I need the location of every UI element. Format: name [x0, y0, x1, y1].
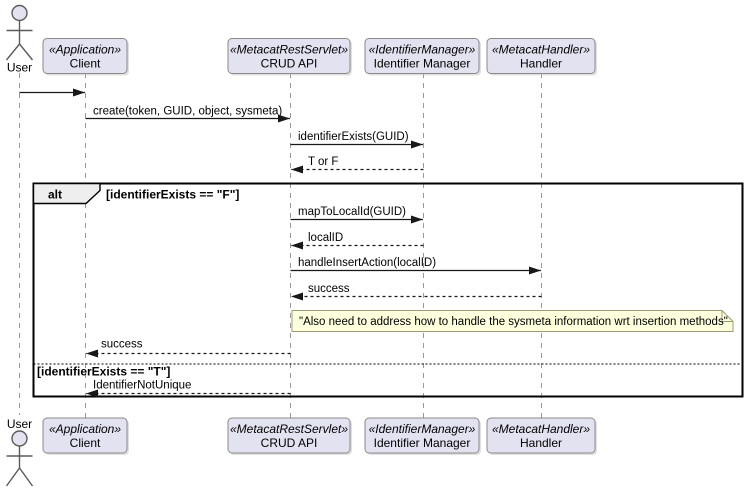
participant-name: CRUD API — [261, 436, 318, 450]
actor-user-top: User — [5, 4, 34, 75]
participant-name: Identifier Manager — [374, 57, 471, 71]
message-create: create(token, GUID, object, sysmeta) — [85, 106, 290, 123]
participant-stereotype: «IdentifierManager» — [369, 422, 476, 436]
participant-client-bottom: «Application» Client — [42, 417, 129, 455]
message-label: IdentifierNotUnique — [93, 380, 191, 392]
participant-name: Handler — [520, 436, 562, 450]
participant-handler-bottom: «MetacatHandler» Handler — [486, 417, 597, 455]
actor-leg-left — [5, 43, 21, 61]
participant-stereotype: «MetacatRestServlet» — [230, 43, 348, 57]
actor-leg-right — [18, 43, 34, 61]
actor-label: User — [7, 417, 32, 431]
note-shape — [291, 310, 734, 332]
actor-leg-right — [18, 467, 34, 487]
message-t-or-f: T or F — [291, 156, 424, 174]
participant-identifier-manager-top: «IdentifierManager» Identifier Manager — [364, 38, 481, 76]
participant-stereotype: «Application» — [49, 43, 121, 57]
participant-stereotype: «MetacatRestServlet» — [230, 422, 348, 436]
message-label: mapToLocalId(GUID) — [298, 206, 406, 218]
alt-operator-label: alt — [48, 188, 62, 202]
message-map-to-local-id: mapToLocalId(GUID) — [290, 206, 423, 224]
message-label: success — [308, 283, 350, 295]
participant-stereotype: «MetacatHandler» — [492, 43, 590, 57]
message-identifier-not-unique: IdentifierNotUnique — [86, 380, 291, 398]
participant-crud-api-bottom: «MetacatRestServlet» CRUD API — [227, 417, 352, 455]
message-label: create(token, GUID, object, sysmeta) — [93, 106, 282, 118]
message-label: success — [101, 339, 143, 351]
participant-name: Identifier Manager — [374, 436, 471, 450]
participant-stereotype: «MetacatHandler» — [492, 422, 590, 436]
note-text: "Also need to address how to handle the … — [299, 316, 728, 328]
note-fold-icon — [721, 310, 733, 322]
message-handle-insert-action: handleInsertAction(localID) — [290, 257, 541, 275]
note-sysmeta: "Also need to address how to handle the … — [291, 310, 734, 332]
participant-name: Handler — [520, 57, 562, 71]
message-success-to-client: success — [86, 339, 291, 358]
message-success-from-handler: success — [291, 283, 542, 301]
alt-guard-false: [identifierExists == "T"] — [37, 365, 170, 379]
message-identifier-exists: identifierExists(GUID) — [290, 131, 423, 149]
participant-client-top: «Application» Client — [42, 38, 129, 76]
message-label: identifierExists(GUID) — [298, 131, 409, 143]
actor-user-bottom: User — [5, 417, 34, 487]
participant-name: Client — [70, 436, 101, 450]
participant-handler-top: «MetacatHandler» Handler — [486, 38, 597, 76]
actor-label: User — [7, 61, 32, 75]
message-label: T or F — [308, 156, 338, 168]
participant-name: CRUD API — [261, 57, 318, 71]
participant-stereotype: «Application» — [49, 422, 121, 436]
participant-name: Client — [70, 57, 101, 71]
message-label: localID — [308, 232, 343, 244]
participant-crud-api-top: «MetacatRestServlet» CRUD API — [227, 38, 352, 76]
alt-frame: alt [identifierExists == "F"] mapToLocal… — [32, 182, 744, 398]
alt-operator-pentagon — [32, 182, 101, 205]
message-label: handleInsertAction(localID) — [298, 257, 436, 269]
actor-head-icon — [11, 4, 28, 22]
participant-stereotype: «IdentifierManager» — [369, 43, 476, 57]
actor-leg-left — [5, 467, 21, 487]
participant-identifier-manager-bottom: «IdentifierManager» Identifier Manager — [364, 417, 481, 455]
alt-guard-true: [identifierExists == "F"] — [106, 188, 239, 202]
actor-head-icon — [11, 430, 28, 447]
message-local-id: localID — [291, 232, 424, 250]
